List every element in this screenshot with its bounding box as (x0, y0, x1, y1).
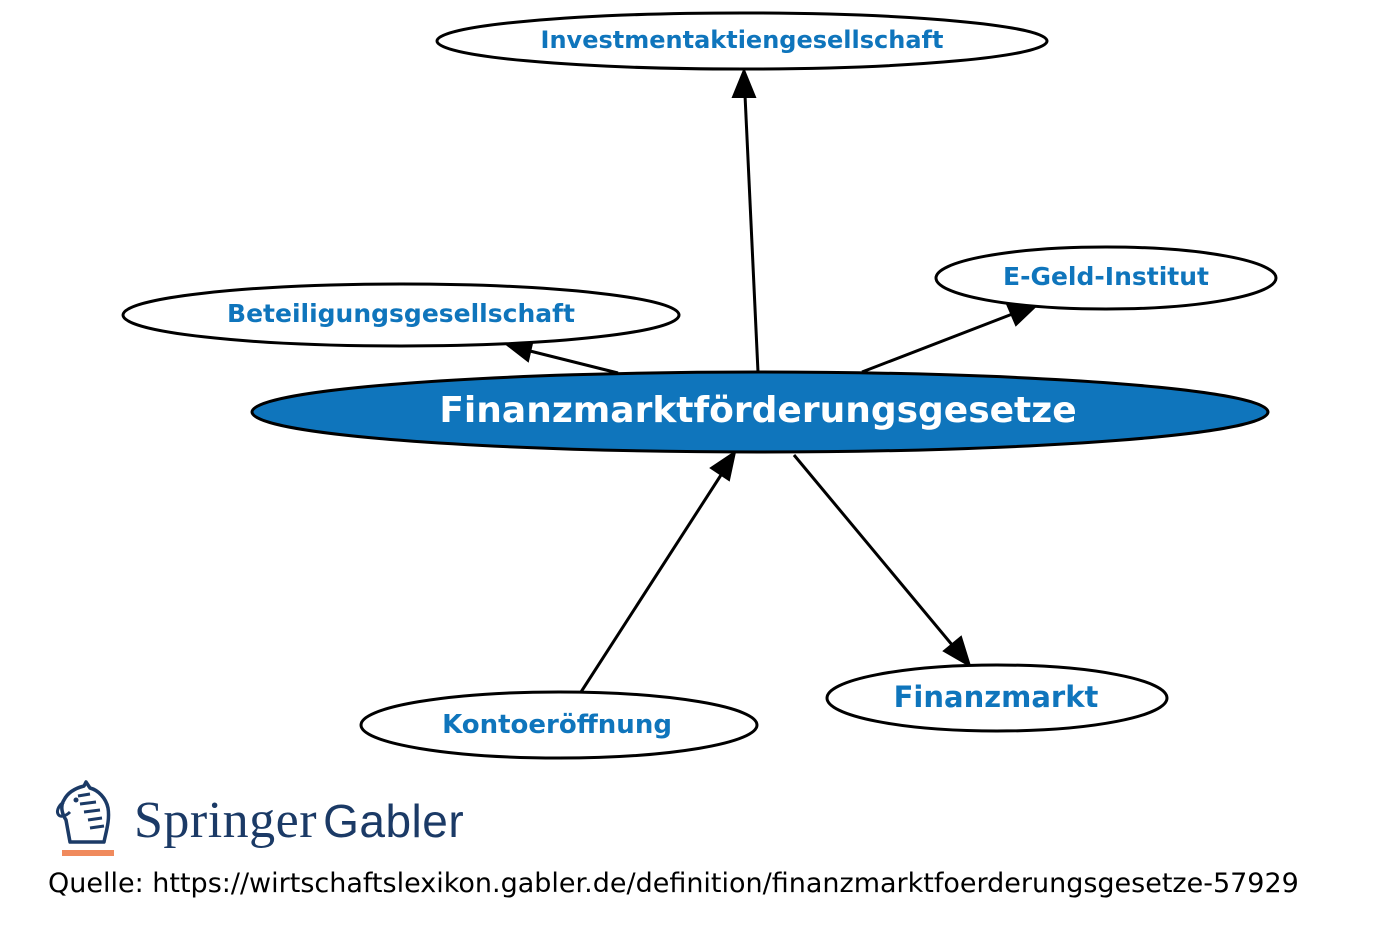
node-kontoeroeffnung[interactable]: Kontoeröffnung (359, 690, 759, 760)
edges (503, 67, 1041, 693)
edge-central-egeld (861, 311, 1016, 374)
node-shape (359, 690, 759, 760)
edge-central-finanzmarkt (792, 454, 955, 647)
node-finanzmarkt[interactable]: Finanzmarkt (825, 663, 1169, 733)
arrowhead-central (709, 449, 737, 482)
central-node-shape (250, 370, 1270, 454)
logo-sub: Gabler (323, 794, 465, 847)
source-line: Quelle: https://wirtschaftslexikon.gable… (48, 868, 1299, 899)
node-label-finanzmarkt: Finanzmarkt (894, 680, 1099, 714)
arrowhead-finanzmarkt (942, 635, 972, 669)
node-e-geld-institut[interactable]: E-Geld-Institut (934, 245, 1278, 311)
node-label-investment: Investmentaktiengesellschaft (541, 26, 944, 54)
node-label-konto: Kontoeröffnung (442, 710, 672, 740)
node-shape (121, 282, 681, 348)
node-label-egeld: E-Geld-Institut (1003, 262, 1209, 291)
logo-brand: Springer (134, 791, 318, 849)
node-shape (435, 11, 1049, 71)
node-beteiligungsgesellschaft[interactable]: Beteiligungsgesellschaft (121, 282, 681, 348)
edge-konto-central (579, 474, 723, 693)
node-shape (825, 663, 1169, 733)
arrowhead-investment (731, 67, 757, 98)
knight-chess-piece-icon (50, 780, 120, 860)
node-label-beteiligung: Beteiligungsgesellschaft (227, 299, 575, 328)
node-shape (934, 245, 1278, 311)
central-node-label: Finanzmarktförderungsgesetze (439, 390, 1076, 431)
edge-central-investment (743, 94, 760, 373)
node-finanzmarktfoerderungsgesetze[interactable]: Finanzmarktförderungsgesetze (250, 370, 1270, 454)
edge-central-beteiligung (529, 349, 619, 375)
node-investmentaktiengesellschaft[interactable]: Investmentaktiengesellschaft (435, 11, 1049, 71)
